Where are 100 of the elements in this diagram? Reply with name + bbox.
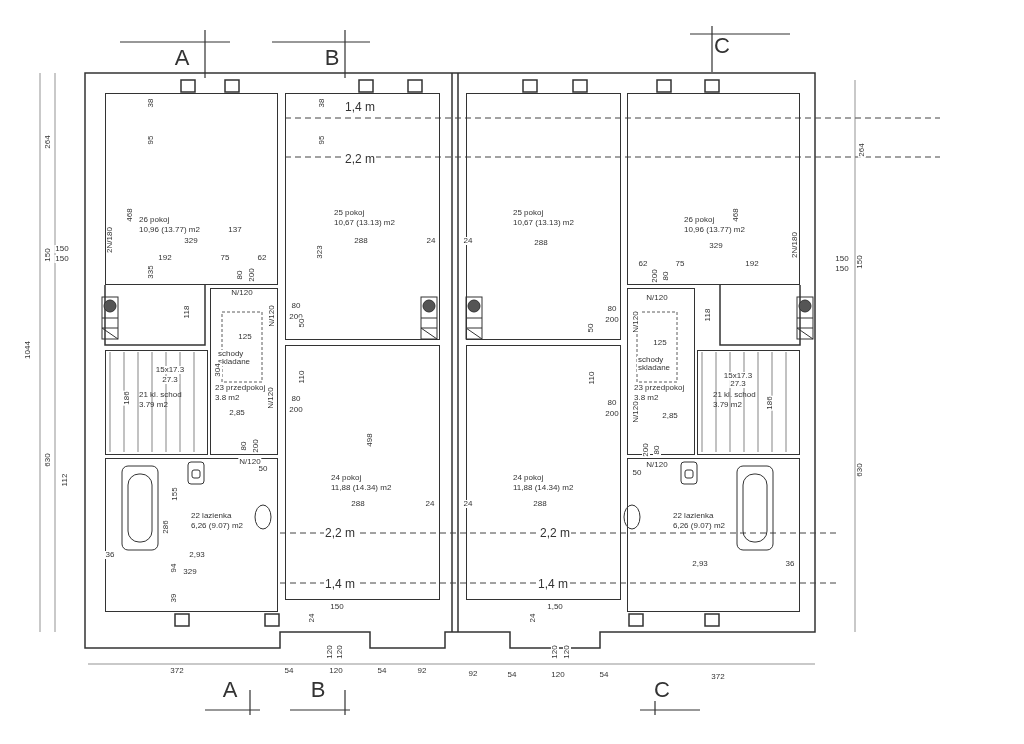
dimension-label: 15x17.3 [722,372,754,380]
dimension-label: N/120 [267,386,275,410]
dimension-label: 468 [732,207,740,223]
room-name: 22 lazienka [191,511,232,521]
dimension-label: 92 [467,670,479,678]
dimension-label: 39 [170,592,178,604]
room [285,93,440,340]
dimension-label: 27.3 [729,380,747,388]
dimension-label: 200 [604,410,620,418]
dimension-label: 264 [858,142,866,158]
dimension-label: 62 [637,260,649,268]
dimension-label: 200 [288,406,304,414]
dimension-label: 372 [710,673,726,681]
dimension-label: 329 [183,237,199,245]
dimension-label: 118 [183,304,191,320]
room [285,345,440,600]
room-name: 24 pokoj [513,473,544,483]
room-area: 10,67 (13.13) m2 [513,218,574,228]
dimension-label: 50 [298,317,306,329]
dimension-label: 75 [219,254,231,262]
dimension-label: 110 [298,369,306,385]
dimension-label: 2N/180 [791,231,799,259]
dimension-label: 24 [462,500,474,508]
room [697,350,800,455]
dimension-label: 468 [126,207,134,223]
dimension-label: N/120 [645,461,669,469]
dimension-label: 335 [147,264,155,280]
dimension-label: 1044 [24,340,32,360]
dimension-label: 288 [350,500,366,508]
dimension-label: 150 [54,245,70,253]
room-name: 21 kl. schod [713,390,756,400]
dimension-label: 94 [170,562,178,574]
dimension-label: N/120 [645,294,669,302]
room-area: 10,96 (13.77) m2 [139,225,200,235]
dimension-label: 80 [606,399,618,407]
dimension-label: 80 [653,444,661,456]
dimension-label: 150 [54,255,70,263]
dimension-label: 630 [856,462,864,478]
room [627,458,800,612]
dimension-label: 120 [550,671,566,679]
dimension-label: 200 [248,267,256,283]
dimension-label: 112 [61,472,69,488]
dimension-label: 92 [416,667,428,675]
dimension-label: 150 [834,265,850,273]
dimension-label: 62 [256,254,268,262]
dimension-label: 200 [651,268,659,284]
room-area: 3.79 m2 [713,400,742,410]
dimension-label: 323 [316,244,324,260]
dimension-label: 120 [551,644,559,660]
dimension-label: 80 [290,395,302,403]
room-area: 10,96 (13.77) m2 [684,225,745,235]
room-name: 25 pokoj [334,208,365,218]
room [105,93,278,285]
dimension-label: 80 [662,270,670,282]
dimension-label: 150 [856,254,864,270]
room-area: 3.79 m2 [139,400,168,410]
dimension-label: 498 [366,432,374,448]
dimension-label: 24 [425,237,437,245]
ceiling-height-label: 1,4 m [324,578,356,590]
room-name: 22 lazienka [673,511,714,521]
dimension-label: 264 [44,134,52,150]
dimension-label: 329 [708,242,724,250]
dimension-label: 120 [336,644,344,660]
dimension-label: 2,93 [691,560,709,568]
dimension-label: 36 [784,560,796,568]
dimension-label: 2,85 [661,412,679,420]
dimension-label: 120 [328,667,344,675]
room-name: 23 przedpokoj [215,383,266,393]
dimension-label: 38 [318,97,326,109]
room-name: 24 pokoj [331,473,362,483]
dimension-label: 329 [182,568,198,576]
dimension-label: 15x17.3 [154,366,186,374]
dimension-label: 288 [532,500,548,508]
dimension-label: 95 [318,134,326,146]
room [105,458,278,612]
room-area: 11,88 (14.34) m2 [331,483,392,493]
room [466,345,621,600]
room-name: 23 przedpokoj [634,383,685,393]
room-name: 26 pokoj [684,215,715,225]
room-area: 6,26 (9.07) m2 [191,521,244,531]
dimension-label: 24 [424,500,436,508]
dimension-label: 80 [240,440,248,452]
dimension-label: 54 [283,667,295,675]
dimension-label: 54 [376,667,388,675]
dimension-label: 192 [157,254,173,262]
dimension-label: 200 [604,316,620,324]
dimension-label: 288 [353,237,369,245]
dimension-label: 75 [674,260,686,268]
dimension-label: 50 [631,469,643,477]
room [627,288,695,455]
room-name: 21 kl. schod [139,390,182,400]
dimension-label: 125 [652,339,668,347]
room [627,93,800,285]
dimension-label: 2,85 [228,409,246,417]
dimension-label: 288 [533,239,549,247]
ceiling-height-label: 1,4 m [344,101,376,113]
room-area: 10,67 (13.13) m2 [334,218,395,228]
dimension-label: N/120 [632,310,640,334]
dimension-label: 304 [214,362,222,378]
dimension-label: 110 [588,370,596,386]
